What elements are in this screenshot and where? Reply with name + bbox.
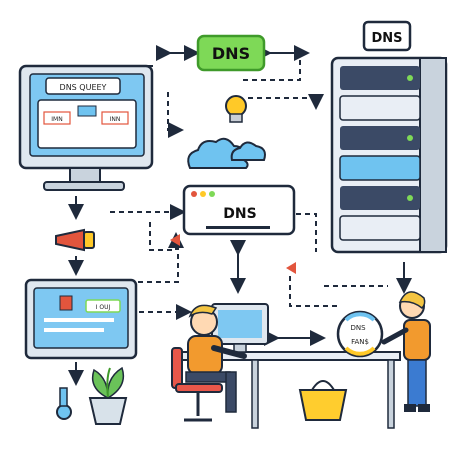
megaphone-icon (55, 228, 95, 252)
desk-scene (175, 303, 401, 429)
red-arrow-1 (170, 234, 180, 246)
chair-seat (175, 383, 223, 393)
sign-text2: FAN$ (351, 338, 369, 346)
dash-top-3 (240, 60, 301, 81)
dash-bulb-right (248, 94, 324, 110)
monitor-top-btn1-label: IMN (51, 116, 62, 123)
dns-server-label: DNS (371, 31, 402, 46)
key-icon (56, 387, 72, 420)
cloud-icon (187, 137, 266, 169)
basket-icon (298, 380, 348, 421)
dns-sign: DNS FAN$ (336, 310, 384, 358)
dns-browser-label: DNS (223, 206, 256, 222)
dns-green-box: DNS (196, 34, 266, 72)
dns-query-label: DNS QUEEY (60, 83, 107, 92)
dash-bulb-left (167, 92, 184, 138)
browser-window: DNS (182, 184, 296, 236)
monitor-top: DNS QUEEY IMN INN (18, 64, 154, 191)
dns-server: DNS (330, 20, 448, 254)
monitor-bottom: I OUJ (24, 278, 138, 360)
dash-right-browser (296, 213, 317, 252)
plant-icon (88, 366, 128, 425)
dash-browser-loop (149, 222, 184, 251)
red-arrow-2 (286, 262, 296, 274)
dash-right-lower (289, 276, 340, 307)
lightbulb-icon (225, 95, 247, 123)
chair-back (171, 347, 183, 389)
person-sitting (171, 304, 247, 422)
sign-text1: DNS (350, 324, 366, 332)
dns-green-label: DNS (212, 44, 250, 63)
monitor-bottom-btn-label: I OUJ (96, 304, 111, 311)
dash-browser-down (138, 236, 179, 283)
person-standing (381, 291, 431, 412)
monitor-top-btn2-label: INN (110, 116, 121, 123)
